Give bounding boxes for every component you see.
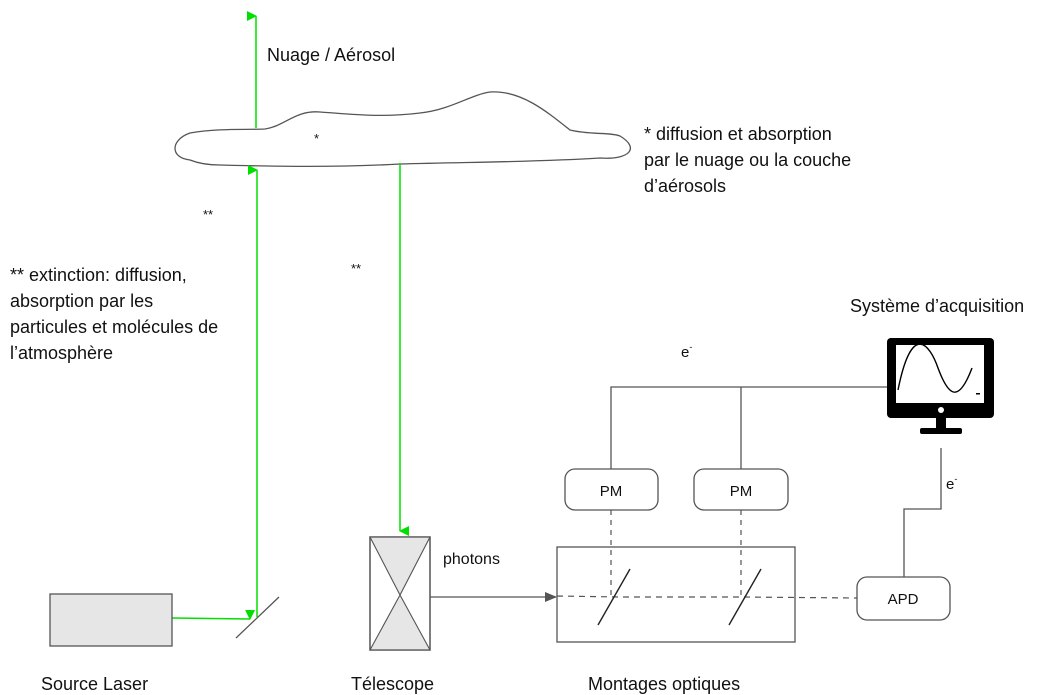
electron-right-sup: - — [954, 474, 957, 484]
electron-top: e- — [681, 342, 692, 361]
pm-left-label: PM — [600, 483, 623, 500]
beam-laser-to-mirror — [171, 609, 256, 620]
monitor-icon — [887, 338, 994, 434]
apd-wire — [903, 448, 942, 577]
electron-top-sup: - — [689, 342, 692, 352]
photons-label: photons — [443, 551, 500, 568]
cloud-note: * diffusion et absorption par le nuage o… — [644, 124, 856, 196]
pm-bus-wire — [610, 386, 887, 469]
electron-right: e- — [946, 474, 957, 493]
source-laser-label: Source Laser — [41, 674, 148, 694]
optics-label: Montages optiques — [588, 674, 740, 694]
acquisition-title: Système d’acquisition — [850, 296, 1024, 316]
cloud-shape — [174, 91, 632, 168]
cloud-note-line-1: * diffusion et absorption — [644, 124, 832, 144]
optics-box — [556, 546, 796, 643]
cloud-note-line-3: d’aérosols — [644, 176, 726, 196]
extinction-line-2: absorption par les — [10, 291, 153, 311]
double-star-upward: ** — [203, 207, 213, 222]
beam-splitter-left — [597, 568, 631, 626]
source-laser-box — [49, 593, 173, 647]
double-star-return: ** — [351, 261, 361, 276]
telescope-label: Télescope — [351, 674, 434, 694]
extinction-line-1: ** extinction: diffusion, — [10, 265, 187, 285]
electron-top-e: e — [681, 344, 689, 361]
cloud-note-line-2: par le nuage ou la couche — [644, 150, 851, 170]
cloud-star: * — [314, 131, 319, 146]
telescope-symbol — [369, 536, 431, 651]
extinction-line-3: particules et molécules de — [10, 317, 218, 337]
beam-splitter-right — [728, 568, 762, 626]
beam-mirror — [235, 596, 280, 639]
pm-right-label: PM — [730, 483, 753, 500]
extinction-note: ** extinction: diffusion, absorption par… — [10, 265, 223, 363]
optics-beam-path — [556, 595, 858, 599]
extinction-line-4: l’atmosphère — [10, 343, 113, 363]
electron-right-e: e — [946, 476, 954, 493]
cloud-title: Nuage / Aérosol — [267, 45, 395, 65]
apd-label: APD — [888, 591, 919, 608]
